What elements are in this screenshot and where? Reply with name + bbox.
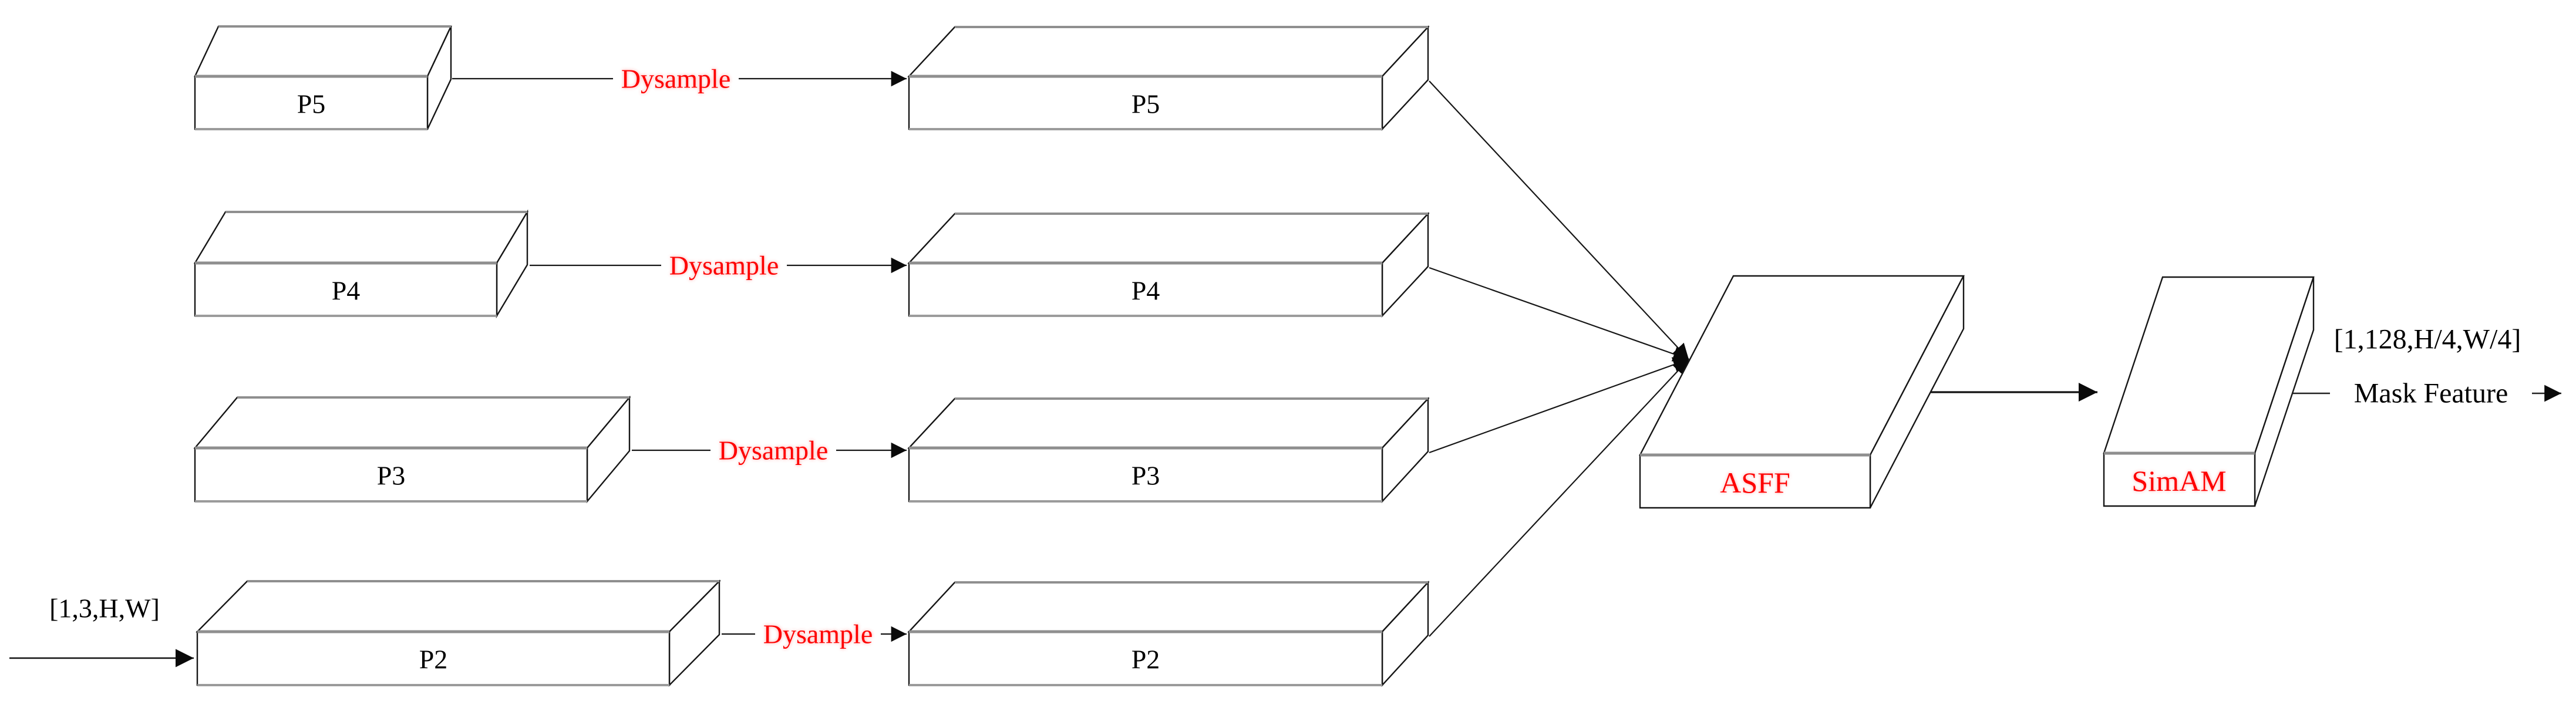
p4-dysample-group: Dysample [530, 250, 907, 281]
p2-upsampled-label: P2 [1132, 645, 1160, 675]
fusion-connectors [1429, 80, 1689, 637]
p2-dysample-label-bg [755, 619, 881, 649]
p3-source-box: P3 [193, 395, 631, 504]
output-shape-label: [1,128,H/4,W/4] [2334, 324, 2521, 355]
p3-dysample-label: Dysample [719, 436, 829, 466]
p3-to-fusion-arrow [1429, 357, 1689, 454]
p5-dysample-group: Dysample [452, 63, 907, 94]
p3-dysample-group: Dysample [632, 435, 907, 466]
output-group: [1,128,H/4,W/4] Mask Feature [2292, 324, 2561, 409]
p2-upsampled-box: P2 [907, 580, 1430, 687]
mask-feature-label: Mask Feature [2354, 378, 2508, 409]
p5-upsampled-box: P5 [907, 25, 1430, 132]
asff-box: ASFF [1639, 275, 1965, 509]
mask-feature-label-bg [2330, 378, 2532, 409]
p3-upsampled-label: P3 [1132, 461, 1160, 491]
p4-source-label: P4 [332, 276, 361, 306]
p5-dysample-label-bg [613, 63, 739, 94]
p4-upsampled-label: P4 [1132, 276, 1160, 306]
p4-upsampled-box: P4 [907, 211, 1430, 318]
p3-dysample-label-bg [710, 435, 836, 466]
asff-label: ASFF [1720, 466, 1790, 499]
p3-upsampled-box: P3 [907, 396, 1430, 504]
p2-dysample-label: Dysample [763, 619, 873, 649]
p2-source-label: P2 [419, 645, 448, 675]
p5-upsampled-label: P5 [1132, 89, 1160, 119]
p2-source-box: P2 [196, 579, 721, 687]
p5-to-fusion-arrow [1429, 80, 1689, 360]
p5-source-label: P5 [297, 89, 326, 119]
p4-dysample-label: Dysample [669, 251, 779, 281]
input-group: [1,3,H,W] [9, 594, 194, 667]
p2-dysample-group: Dysample [722, 619, 907, 649]
p5-dysample-label: Dysample [621, 64, 731, 94]
simam-box: SimAM [2103, 276, 2315, 507]
input-shape-label: [1,3,H,W] [49, 594, 160, 623]
p4-dysample-label-bg [661, 250, 787, 281]
p4-source-box: P4 [193, 209, 529, 319]
p3-source-label: P3 [377, 461, 406, 491]
simam-label: SimAM [2131, 464, 2226, 497]
p4-to-fusion-arrow [1429, 267, 1689, 362]
p2-to-fusion-arrow [1429, 359, 1689, 637]
p5-source-box: P5 [194, 25, 452, 130]
